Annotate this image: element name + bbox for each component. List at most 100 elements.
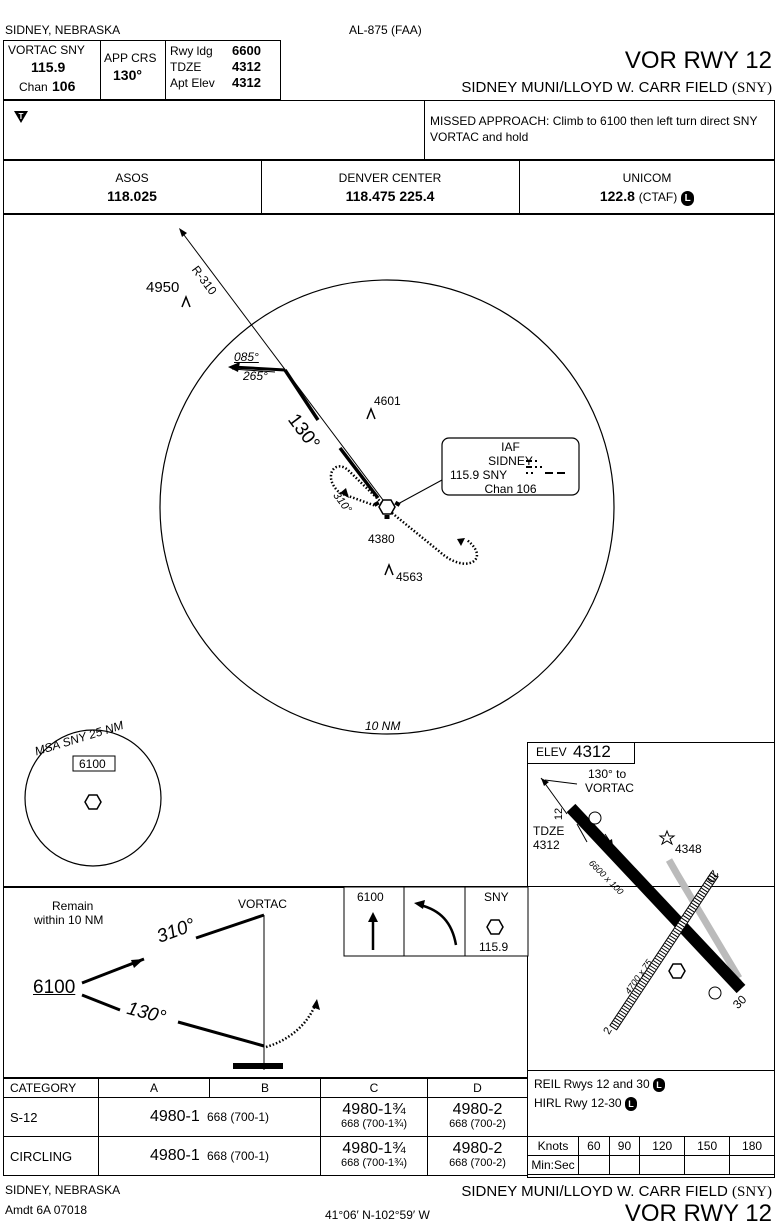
iaf-morse — [526, 460, 565, 474]
vortac-icon — [486, 919, 504, 935]
radial-line — [180, 230, 384, 501]
header-data-block — [3, 40, 281, 100]
footer-coords: 41°06′ N-102°59′ W — [325, 1208, 430, 1222]
airport-id: (SNY) — [732, 80, 772, 96]
comm-asos-freq: 118.025 — [107, 188, 157, 204]
speed-table: Knots 60 90 120 150 180 Min:Sec — [527, 1136, 775, 1175]
comm-asos-name: ASOS — [115, 171, 149, 185]
reil-note: REIL Rwys 12 and 30 L — [534, 1077, 665, 1092]
hold-arrow — [340, 488, 349, 498]
obstacle-4950 — [181, 294, 191, 308]
chart-id: AL-875 (FAA) — [349, 23, 422, 37]
runway-block — [233, 1063, 283, 1069]
runway-2-20 — [609, 871, 719, 1031]
alt-4563: 4563 — [396, 570, 423, 584]
elev-value: 4312 — [573, 742, 611, 761]
missed-approach-track — [391, 512, 479, 565]
profile-view-frame — [3, 887, 528, 1078]
icon-sny: SNY — [484, 890, 509, 904]
tdze-label: TDZE — [170, 60, 202, 74]
iaf-text: IAF SIDNEY 115.9 SNY Chan 106 — [450, 440, 537, 496]
elev-box — [527, 742, 635, 764]
alternate-minimums-icon: T — [14, 110, 28, 124]
lighting-icon: L — [652, 1078, 665, 1092]
obstacle-4348: 4348 — [675, 842, 702, 856]
header-location: SIDNEY, NEBRASKA — [5, 23, 121, 37]
procedure-turn-outbound: 085° — [234, 350, 259, 364]
apt-elev-label: Apt Elev — [170, 76, 215, 90]
runway-12-30 — [566, 803, 746, 994]
radial-arrowhead — [179, 228, 187, 237]
obstacle-4563 — [384, 562, 394, 576]
airport-diagram-graphics — [540, 777, 746, 1031]
profile-altitude: 6100 — [33, 977, 76, 998]
profile-in-2 — [177, 1020, 265, 1048]
chan-value: 106 — [52, 78, 76, 94]
comm-unicom-name: UNICOM — [622, 171, 672, 185]
procedure-turn-in — [231, 368, 276, 373]
comm-center-freq: 118.475 225.4 — [345, 188, 435, 204]
course-segment-1 — [283, 369, 320, 421]
airport-title: SIDNEY MUNI/LLOYD W. CARR FIELD (SNY) — [461, 79, 772, 96]
comms-block — [3, 160, 775, 214]
apt-elev-value: 4312 — [232, 75, 261, 90]
lighting-icon: L — [624, 1097, 637, 1111]
icon-freq: 115.9 — [479, 940, 509, 954]
remain-1: Remain — [52, 899, 94, 913]
ten-nm-ring — [159, 279, 615, 735]
header-category: CATEGORY — [3, 1078, 99, 1098]
procedure-title: VOR RWY 12 — [624, 47, 772, 74]
notes-block — [3, 100, 775, 160]
footer-procedure: VOR RWY 12 — [624, 1200, 772, 1227]
msa-vortac-icon — [84, 794, 102, 810]
svg-text:T: T — [19, 112, 24, 121]
msa-circle — [24, 729, 162, 867]
vortac-label: VORTAC SNY — [8, 43, 85, 57]
procedure-turn-out — [231, 365, 286, 372]
alt-4380: 4380 — [368, 532, 395, 546]
alt-4601: 4601 — [374, 394, 401, 408]
footer-airport: SIDNEY MUNI/LLOYD W. CARR FIELD (SNY) — [461, 1183, 772, 1200]
comm-unicom-freq: 122.8 (CTAF) L — [519, 188, 775, 206]
missed-arrow — [457, 538, 465, 546]
msa-altitude: 6100 — [79, 757, 106, 771]
iaf-box — [441, 437, 580, 496]
course-segment-2 — [338, 446, 380, 500]
profile-in-1 — [81, 993, 121, 1012]
profile-out-2 — [195, 913, 265, 940]
hirl-note: HIRL Rwy 12-30 L — [534, 1096, 637, 1111]
turn-icon — [419, 903, 458, 946]
profile-missed-track — [265, 1002, 318, 1049]
diagram-tdze-label: TDZE — [533, 824, 565, 838]
iaf-leader — [395, 479, 443, 506]
alt-4950: 4950 — [146, 279, 180, 296]
app-crs-label: APP CRS — [104, 51, 157, 65]
remain-2: within 10 NM — [34, 913, 104, 927]
obstacle-4601 — [366, 406, 376, 420]
elev-label: ELEV — [536, 745, 567, 759]
tdze-leader — [576, 823, 588, 843]
footer-location: SIDNEY, NEBRASKA — [5, 1183, 121, 1197]
comm-center-name: DENVER CENTER — [338, 171, 442, 185]
diagram-note-2: VORTAC — [585, 781, 634, 795]
footer-amdt: Amdt 6A 07018 — [5, 1203, 88, 1217]
rwy-ldg-value: 6600 — [232, 43, 261, 58]
procedure-turn-inbound: 265° — [243, 369, 268, 383]
profile-vortac: VORTAC — [238, 897, 287, 911]
diagram-tdze-value: 4312 — [533, 838, 560, 852]
minimums-table: CATEGORY A B C D S-12 4980-1 668 (700-1)… — [3, 1078, 528, 1176]
lighting-icon: L — [681, 191, 695, 206]
msa-alt-box — [72, 755, 116, 772]
diagram-note-1: 130° to — [588, 767, 627, 781]
ring-label: 10 NM — [365, 719, 401, 733]
missed-approach-text: MISSED APPROACH: Climb to 6100 then left… — [430, 114, 758, 144]
chan-label: Chan — [19, 80, 48, 94]
vortac-freq: 115.9 — [31, 59, 66, 75]
icon-altitude: 6100 — [357, 890, 384, 904]
app-crs-value: 130° — [113, 67, 142, 83]
tdze-value: 4312 — [232, 59, 261, 74]
